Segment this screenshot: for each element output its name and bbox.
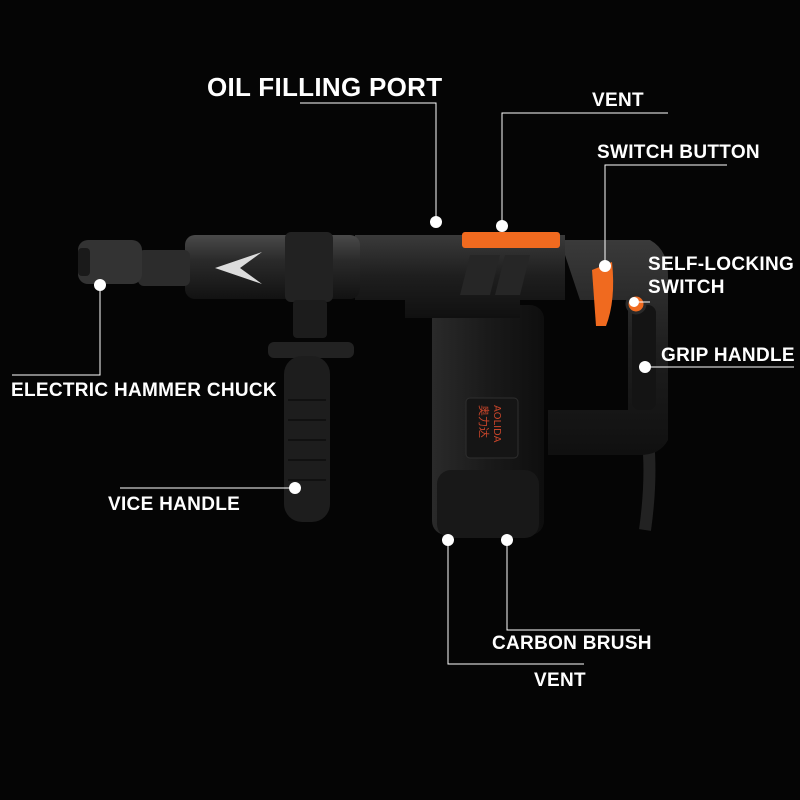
label-vent-top: VENT bbox=[592, 90, 644, 111]
switch-trigger bbox=[592, 262, 614, 326]
vice-handle-head bbox=[268, 342, 354, 358]
callout-dot-self-lock bbox=[629, 297, 639, 307]
label-vice-handle: VICE HANDLE bbox=[108, 494, 241, 515]
leader-switch bbox=[604, 164, 727, 265]
callout-dot-vice bbox=[289, 482, 301, 494]
grip-handle-inset bbox=[632, 305, 656, 410]
callout-dot-vent-top bbox=[496, 220, 508, 232]
label-oil-filling-port: OIL FILLING PORT bbox=[207, 72, 443, 102]
brand-en-text: AOLIDA bbox=[491, 405, 502, 443]
brand-plate bbox=[465, 397, 519, 459]
leader-oil bbox=[300, 102, 437, 222]
chuck-body bbox=[78, 240, 142, 284]
callout-dot-carbon bbox=[501, 534, 513, 546]
vent-cover bbox=[462, 232, 560, 248]
callout-dot-chuck bbox=[94, 279, 106, 291]
barrel bbox=[185, 235, 360, 299]
leader-carbon bbox=[506, 540, 640, 631]
leader-vent-bottom bbox=[447, 540, 584, 665]
leader-chuck bbox=[12, 285, 101, 376]
leader-lines bbox=[12, 102, 794, 665]
label-electric-hammer-chuck: ELECTRIC HAMMER CHUCK bbox=[11, 380, 277, 401]
barrel-logo-mark bbox=[215, 252, 262, 284]
callout-dot-switch bbox=[599, 260, 611, 272]
motor-cap bbox=[437, 470, 539, 538]
chuck-neck bbox=[138, 250, 190, 286]
callout-dot-oil bbox=[430, 216, 442, 228]
label-self-locking-line2: SWITCH bbox=[648, 277, 725, 298]
label-self-locking-line1: SELF-LOCKING bbox=[648, 254, 795, 275]
callout-dot-grip bbox=[639, 361, 651, 373]
label-grip-handle: GRIP HANDLE bbox=[661, 345, 795, 366]
leader-vent-top bbox=[501, 112, 668, 226]
label-vent-bottom: VENT bbox=[534, 670, 586, 691]
gearbox-ribs bbox=[460, 255, 500, 295]
brand-cn-text: 奥力达 bbox=[477, 405, 491, 438]
label-switch-button: SWITCH BUTTON bbox=[597, 142, 760, 163]
vice-handle-clamp bbox=[293, 300, 327, 338]
callout-dot-vent-bottom bbox=[442, 534, 454, 546]
label-carbon-brush: CARBON BRUSH bbox=[492, 633, 652, 654]
label-self-locking-switch: SELF-LOCKING SWITCH bbox=[648, 253, 794, 299]
